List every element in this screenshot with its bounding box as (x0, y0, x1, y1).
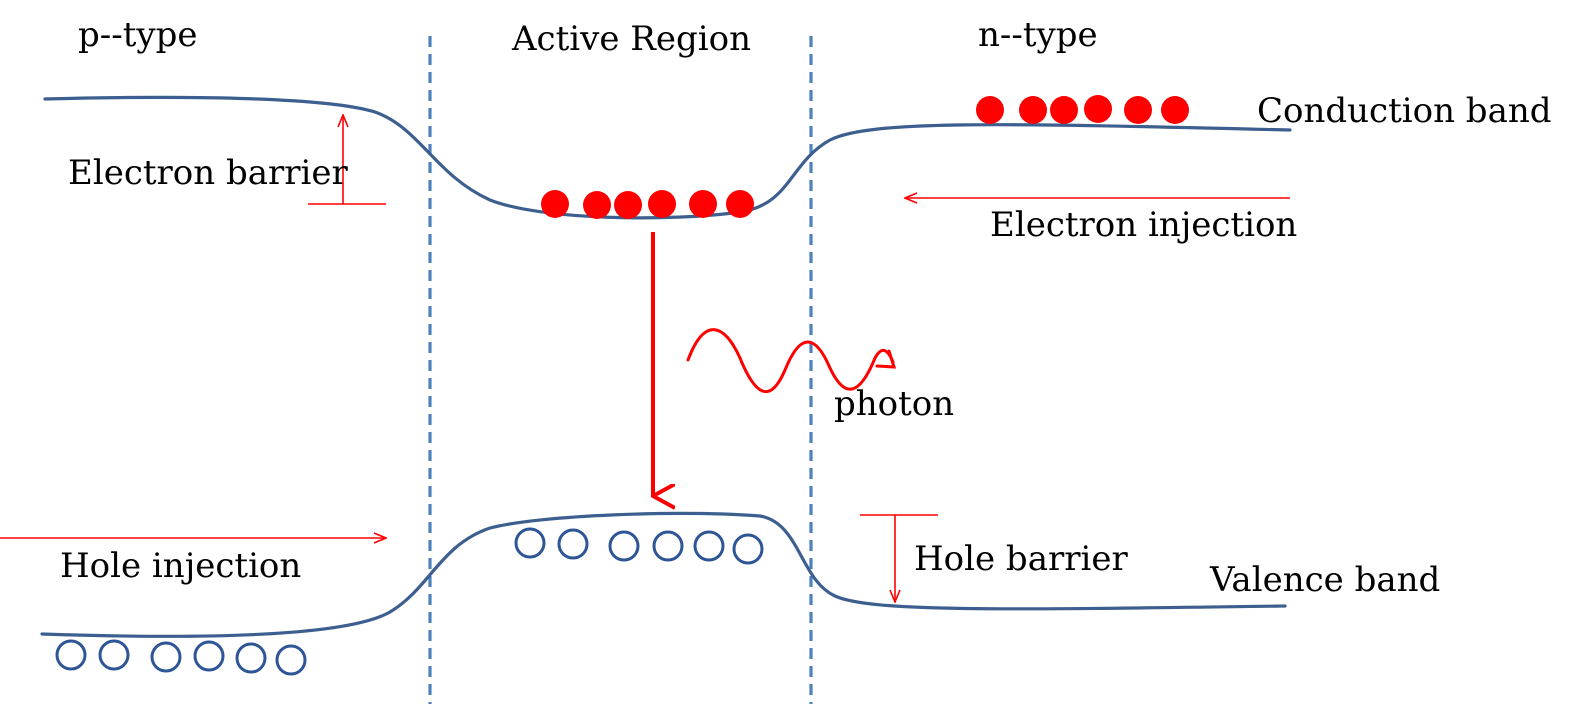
hole (275, 644, 307, 676)
electron (614, 191, 642, 219)
electron-barrier-label: Electron barrier (68, 153, 348, 193)
active-holes-group (514, 527, 764, 565)
hole (193, 640, 225, 672)
photon-arrowhead (875, 349, 897, 369)
electron (976, 96, 1004, 124)
n-type-label: n--type (978, 15, 1098, 55)
electron (1084, 95, 1112, 123)
conduction-band-label: Conduction band (1257, 91, 1552, 131)
photon-label: photon (834, 384, 954, 424)
valence-band-label: Valence band (1209, 560, 1440, 600)
electron (583, 191, 611, 219)
p-type-label: p--type (78, 15, 198, 55)
hole (557, 528, 589, 560)
hole (98, 639, 130, 671)
electron (1161, 96, 1189, 124)
hole (608, 530, 640, 562)
active-electrons-group (541, 190, 754, 219)
electron (1124, 96, 1152, 124)
valence-band-line (40, 511, 1287, 638)
hole (150, 641, 182, 673)
hole-injection-label: Hole injection (60, 546, 301, 586)
electron-injection-label: Electron injection (990, 205, 1297, 245)
active-region-label: Active Region (511, 19, 751, 59)
electron (1019, 96, 1047, 124)
electron (689, 190, 717, 218)
hole (235, 642, 267, 674)
hole (514, 527, 546, 559)
hole-barrier-label: Hole barrier (914, 539, 1128, 579)
hole (732, 533, 764, 565)
electron (1050, 96, 1078, 124)
hole (55, 639, 87, 671)
hole (652, 530, 684, 562)
electron (726, 190, 754, 218)
p-side-holes-group (55, 639, 307, 676)
electron (541, 190, 569, 218)
electron (648, 190, 676, 218)
hole (693, 530, 725, 562)
photon-wave (686, 328, 895, 394)
n-side-electrons-group (976, 95, 1189, 124)
